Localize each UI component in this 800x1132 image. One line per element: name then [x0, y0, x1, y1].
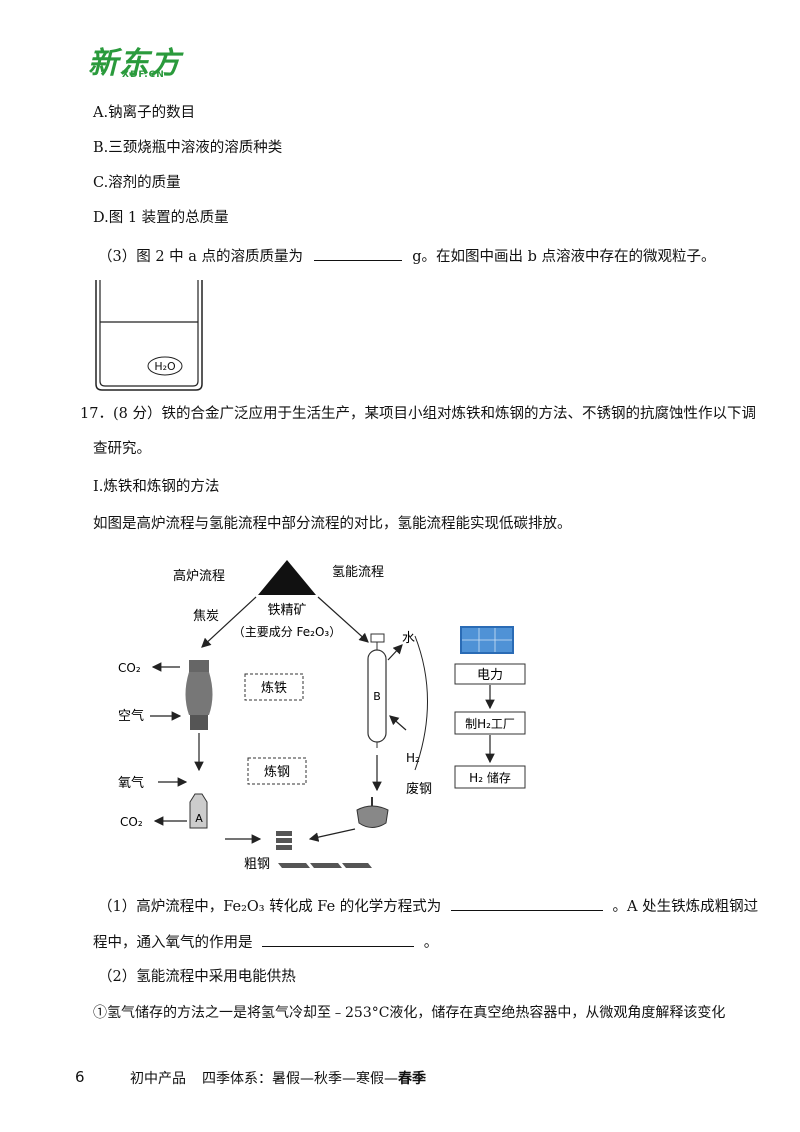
option-c: C.溶剂的质量 — [93, 175, 181, 191]
label-a: A — [195, 812, 203, 825]
label-b: B — [373, 690, 381, 703]
hydrogen-flow-title: 氢能流程 — [332, 565, 384, 580]
coke-label: 焦炭 — [193, 609, 219, 624]
footer-season: 春季 — [398, 1071, 426, 1087]
process-flow-diagram: 高炉流程 氢能流程 铁精矿 （主要成分 Fe₂O₃） 焦炭 CO₂ 空气 炼铁 … — [118, 560, 526, 872]
question-1-text-3: 程中，通入氧气的作用是 — [93, 935, 253, 951]
ore-composition: （主要成分 Fe₂O₃） — [233, 625, 342, 639]
converter-a-icon — [189, 793, 208, 829]
co2-bottom-label: CO₂ — [120, 815, 143, 829]
air-label: 空气 — [118, 708, 144, 724]
question-2-item-1: ①氢气储存的方法之一是将氢气冷却至﹣253°C液化，储存在真空绝热容器中，从微观… — [93, 1005, 726, 1021]
question-17-line-2: 查研究。 — [93, 441, 151, 457]
logo-main: 新东方 — [88, 46, 181, 81]
scrap-steel-label: 废钢 — [406, 781, 432, 797]
water-label: 水 — [402, 631, 415, 646]
blast-furnace-title: 高炉流程 — [173, 568, 225, 584]
question-1-line-1: （1）高炉流程中，Fe₂O₃ 转化成 Fe 的化学方程式为 。A 处生铁炼成粗钢… — [98, 896, 758, 917]
option-b: B.三颈烧瓶中溶液的溶质种类 — [93, 140, 283, 156]
blast-furnace-icon — [185, 660, 213, 730]
footer-system: 四季体系：暑假—秋季—寒假—春季 — [202, 1068, 426, 1088]
footer-product: 初中产品 — [130, 1071, 186, 1087]
co2-top-label: CO₂ — [118, 661, 141, 675]
steelmaking-label: 炼钢 — [264, 765, 290, 780]
question-3-text-2: g。在如图中画出 b 点溶液中存在的微观粒子。 — [412, 249, 716, 265]
question-1-text-2: 。A 处生铁炼成粗钢过 — [612, 899, 759, 915]
answer-blank-oxygen-role[interactable] — [262, 932, 415, 947]
ore-label: 铁精矿 — [267, 603, 306, 618]
ironmaking-label: 炼铁 — [261, 681, 287, 696]
answer-blank-a-point[interactable] — [313, 246, 402, 261]
shaft-reactor-b-icon — [367, 633, 387, 748]
question-1-text-1: （1）高炉流程中，Fe₂O₃ 转化成 Fe 的化学方程式为 — [98, 899, 442, 915]
logo: 新东方 XDF.CN — [88, 38, 181, 82]
solar-panel-icon — [460, 626, 514, 654]
power-label: 电力 — [477, 668, 503, 683]
h2o-molecule-label: H₂O — [154, 360, 176, 373]
page-number: 6 — [75, 1068, 85, 1086]
question-3-text-1: （3）图 2 中 a 点的溶质质量为 — [98, 249, 304, 265]
iron-ore-triangle-icon — [258, 560, 316, 595]
answer-blank-equation[interactable] — [450, 896, 603, 911]
section-title: I.炼铁和炼钢的方法 — [93, 479, 220, 495]
option-d: D.图 1 装置的总质量 — [93, 210, 229, 226]
scrap-steel-furnace-icon — [356, 797, 389, 828]
question-1-text-4: 。 — [423, 935, 439, 951]
option-a: A.钠离子的数目 — [93, 105, 196, 121]
question-17-line-1: 17．(8 分）铁的合金广泛应用于生活生产，某项目小组对炼铁和炼钢的方法、不锈钢… — [80, 406, 756, 422]
question-3: （3）图 2 中 a 点的溶质质量为 g。在如图中画出 b 点溶液中存在的微观粒… — [98, 246, 716, 267]
h2-label: H₂ — [406, 751, 420, 765]
h2-storage-label: H₂ 储存 — [469, 770, 511, 785]
footer-system-text: 四季体系：暑假—秋季—寒假— — [202, 1071, 398, 1087]
logo-sub: XDF.CN — [122, 70, 165, 80]
question-2-title: （2）氢能流程中采用电能供热 — [98, 969, 296, 985]
beaker-figure[interactable]: H₂O — [93, 280, 208, 392]
question-1-line-2: 程中，通入氧气的作用是 。 — [93, 932, 438, 953]
diagram-intro: 如图是高炉流程与氢能流程中部分流程的对比，氢能流程能实现低碳排放。 — [93, 516, 572, 532]
crude-steel-icon — [276, 831, 372, 868]
h2-plant-label: 制H₂工厂 — [465, 717, 515, 731]
oxygen-label: 氧气 — [118, 775, 144, 791]
crude-steel-label: 粗钢 — [244, 857, 270, 872]
